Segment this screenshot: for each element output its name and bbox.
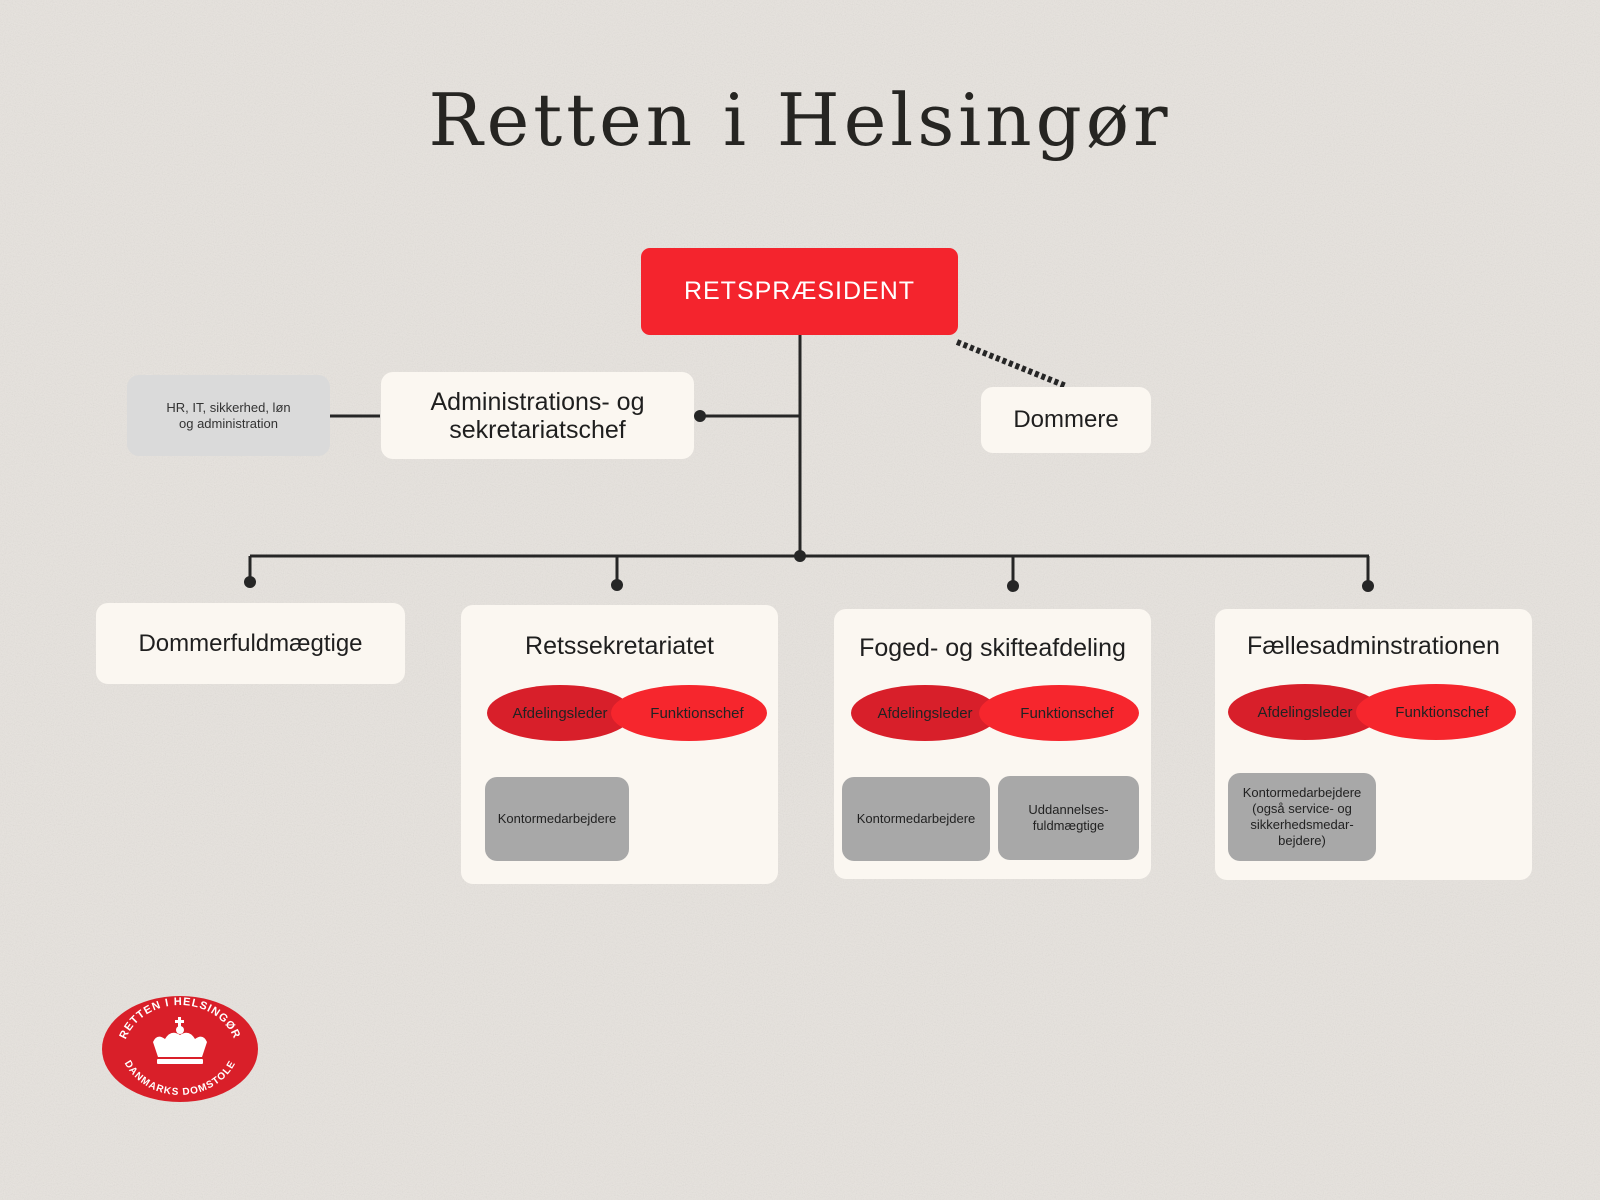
funktionschef-label: Funktionschef	[1395, 703, 1489, 721]
retspraesident-label: RETSPRÆSIDENT	[683, 277, 916, 305]
funktionschef-oval: Funktionschef	[979, 685, 1139, 741]
department-title: Fællesadminstrationen	[1247, 632, 1500, 660]
staff-label: Kontormedarbejdere	[497, 811, 617, 826]
leadership-ovals: Afdelingsleder Funktionschef	[1228, 684, 1516, 740]
department-foged-skifte: Foged- og skifteafdeling Afdelingsleder …	[834, 609, 1151, 879]
afdelingsleder-label: Afdelingsleder	[877, 704, 973, 722]
department-retssekretariatet: Retssekretariatet Afdelingsleder Funktio…	[461, 605, 778, 884]
page-title: Retten i Helsingør	[428, 78, 1172, 162]
staff-kontormedarbejdere: Kontormedarbejdere	[485, 777, 629, 861]
admin-chief-label-line1: Administrations- og	[430, 387, 645, 416]
crown-icon	[153, 1017, 207, 1064]
afdelingsleder-oval: Afdelingsleder	[487, 685, 633, 741]
hr-it-box: HR, IT, sikkerhed, løn og administration	[127, 375, 330, 456]
afdelingsleder-label: Afdelingsleder	[1257, 703, 1353, 721]
staff-label: Uddannelses- fuldmægtige	[1028, 802, 1109, 833]
hr-it-label-line1: HR, IT, sikkerhed, løn	[166, 399, 291, 415]
dommere-box: Dommere	[981, 387, 1151, 453]
danmarks-domstole-logo: RETTEN I HELSINGØR DANMARKS DOMSTOLE	[102, 996, 258, 1102]
funktionschef-label: Funktionschef	[1020, 704, 1114, 722]
staff-label: Kontormedarbejdere (også service- og sik…	[1242, 785, 1362, 848]
staff-label: Kontormedarbejdere	[856, 811, 976, 826]
staff-kontormedarbejdere: Kontormedarbejdere	[842, 777, 990, 861]
department-title: Retssekretariatet	[525, 632, 714, 660]
leadership-ovals: Afdelingsleder Funktionschef	[487, 685, 767, 741]
staff-kontormedarbejdere: Kontormedarbejdere (også service- og sik…	[1228, 773, 1376, 861]
retspraesident-box: RETSPRÆSIDENT	[641, 248, 958, 335]
staff-uddannelsesfuldmaegtige: Uddannelses- fuldmægtige	[998, 776, 1139, 860]
department-title: Dommerfuldmægtige	[138, 629, 363, 657]
department-title: Foged- og skifteafdeling	[859, 634, 1126, 662]
department-faellesadministrationen: Fællesadminstrationen Afdelingsleder Fun…	[1215, 609, 1532, 880]
hr-it-label-line2: og administration	[179, 415, 278, 431]
funktionschef-oval: Funktionschef	[611, 685, 767, 741]
admin-chief-box: Administrations- og sekretariatschef	[381, 372, 694, 459]
funktionschef-label: Funktionschef	[650, 704, 744, 722]
afdelingsleder-label: Afdelingsleder	[512, 704, 608, 722]
department-dommerfuldmaegtige: Dommerfuldmægtige	[96, 603, 405, 684]
afdelingsleder-oval: Afdelingsleder	[851, 685, 999, 741]
admin-chief-label-line2: sekretariatschef	[449, 415, 626, 444]
leadership-ovals: Afdelingsleder Funktionschef	[851, 685, 1139, 741]
funktionschef-oval: Funktionschef	[1356, 684, 1516, 740]
dommere-label: Dommere	[1013, 406, 1119, 433]
